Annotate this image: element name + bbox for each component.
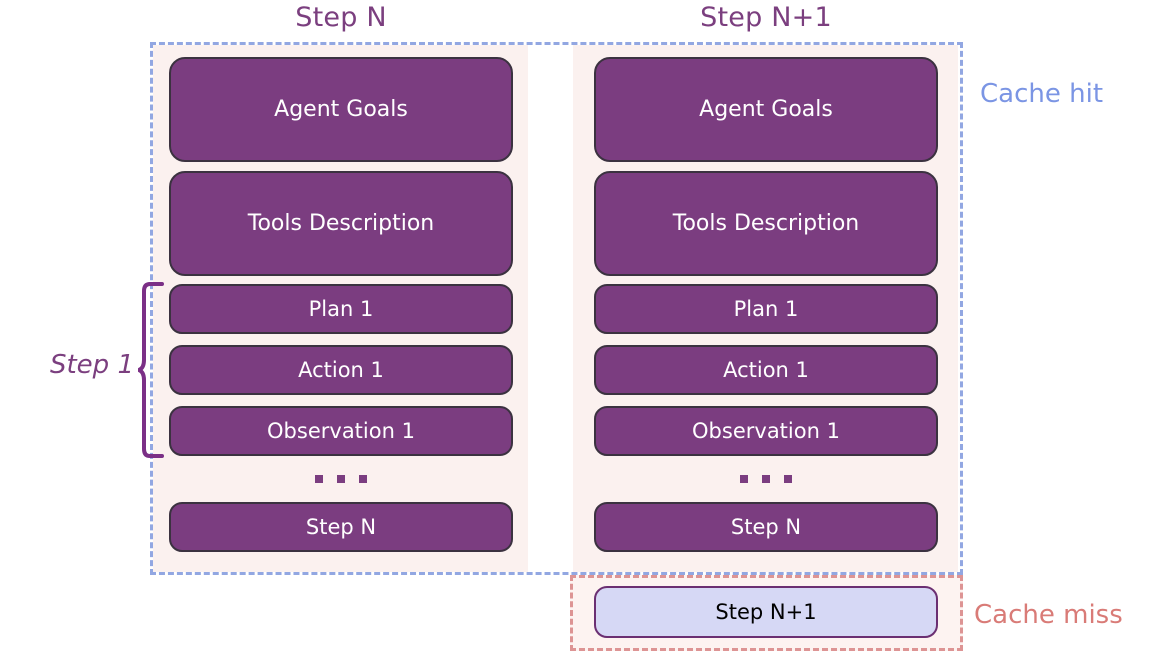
ellipsis-dot (359, 475, 367, 483)
block-observation-1-right: Observation 1 (594, 406, 938, 456)
ellipsis-dot (740, 475, 748, 483)
ellipsis-dot (762, 475, 770, 483)
ellipsis-dot (784, 475, 792, 483)
block-step-n-left: Step N (169, 502, 513, 552)
column-title-step-n-plus-1: Step N+1 (700, 2, 832, 33)
ellipsis-left (169, 466, 513, 492)
block-action-1-left: Action 1 (169, 345, 513, 395)
block-step-n-plus-1-new: Step N+1 (594, 586, 938, 638)
block-step-n-right: Step N (594, 502, 938, 552)
ellipsis-dot (337, 475, 345, 483)
cache-miss-label: Cache miss (974, 600, 1123, 630)
step-1-brace-icon (137, 280, 164, 460)
cache-hit-label: Cache hit (980, 79, 1104, 109)
block-tools-description-right: Tools Description (594, 171, 938, 276)
cache-hit-region (150, 42, 963, 575)
block-agent-goals-left: Agent Goals (169, 57, 513, 162)
block-plan-1-right: Plan 1 (594, 284, 938, 334)
column-title-step-n: Step N (295, 2, 387, 33)
block-plan-1-left: Plan 1 (169, 284, 513, 334)
block-tools-description-left: Tools Description (169, 171, 513, 276)
ellipsis-dot (315, 475, 323, 483)
block-agent-goals-right: Agent Goals (594, 57, 938, 162)
block-observation-1-left: Observation 1 (169, 406, 513, 456)
ellipsis-right (594, 466, 938, 492)
block-action-1-right: Action 1 (594, 345, 938, 395)
step-1-bracket-label: Step 1 (49, 350, 134, 380)
